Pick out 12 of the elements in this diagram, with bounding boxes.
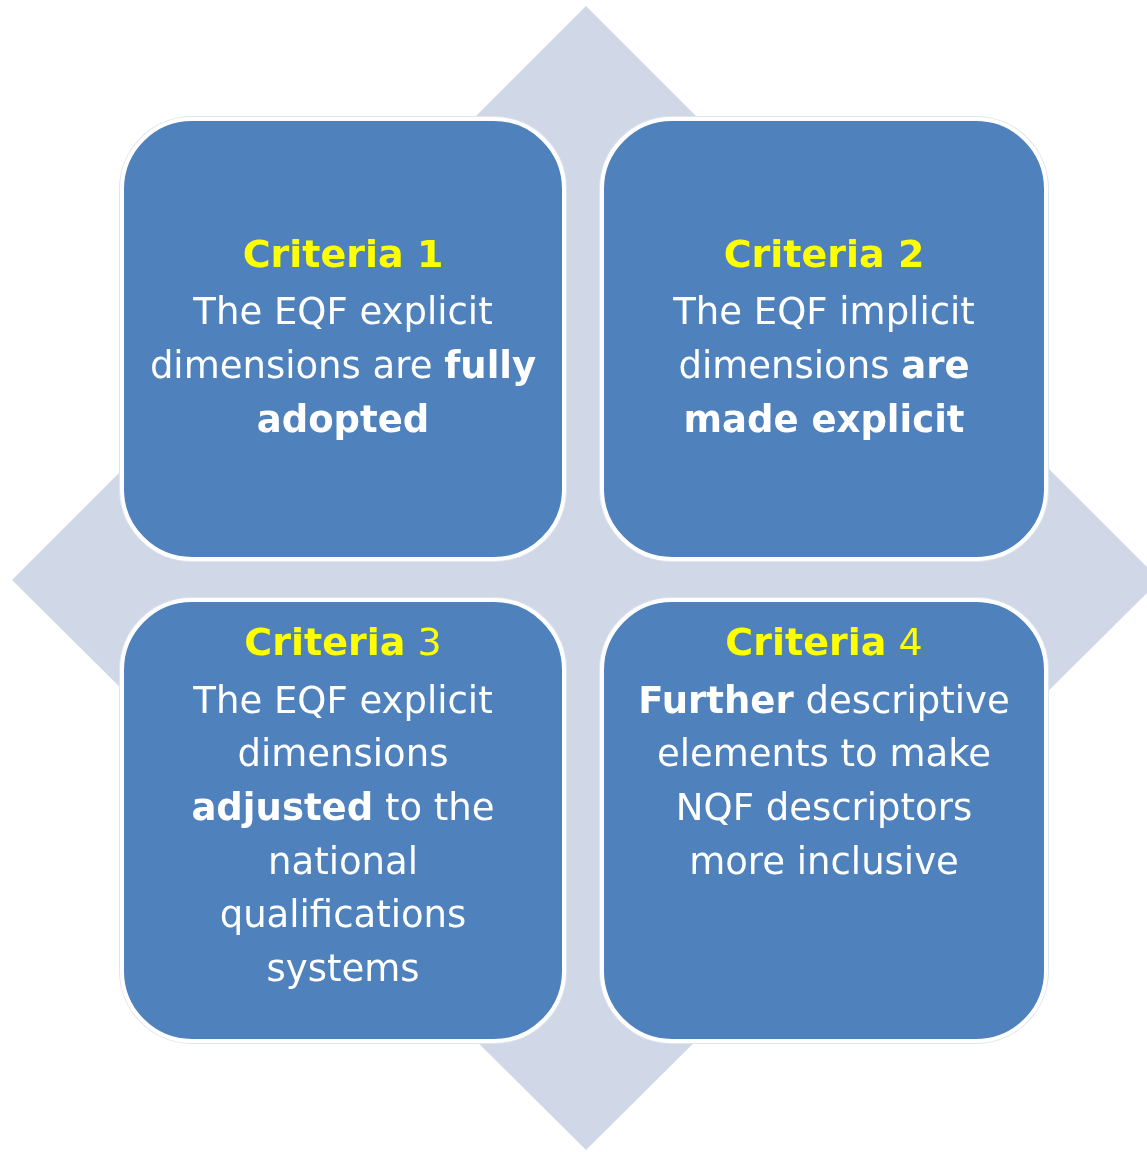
criterion-heading: Criteria 3	[244, 620, 442, 666]
criterion-description: The EQF implicit dimensions are made explicit	[672, 289, 976, 443]
criterion-description: The EQF explicit dimensions are fully adopted	[148, 289, 538, 443]
criterion-heading: Criteria 1	[242, 231, 444, 278]
criterion-description: The EQF explicit dimensions adjusted to the national qualifications systems	[190, 677, 496, 992]
criterion-card	[600, 598, 1048, 1043]
criterion-heading: Criteria 2	[723, 231, 925, 278]
criterion-card	[120, 598, 566, 1043]
criterion-description: Further descriptive elements to make NQF descriptors more inclusive	[637, 677, 1011, 885]
criterion-heading: Criteria 4	[725, 620, 923, 666]
criterion-card	[600, 117, 1048, 561]
criterion-card	[120, 117, 566, 561]
